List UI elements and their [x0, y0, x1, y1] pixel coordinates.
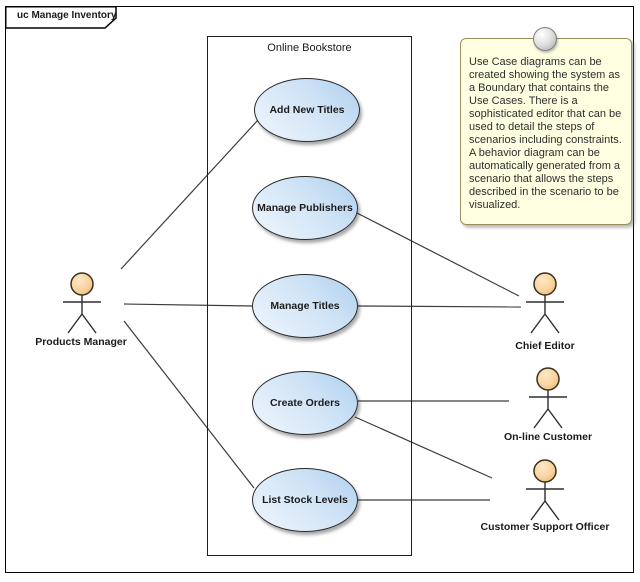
actor-label-chief-editor: Chief Editor — [515, 340, 575, 352]
actor-label-online-customer: On-line Customer — [503, 431, 593, 443]
actor-label-customer-support-officer: Customer Support Officer — [480, 521, 610, 533]
note-element[interactable]: Use Case diagrams can be created showing… — [460, 38, 632, 225]
actor-chief-editor[interactable] — [521, 272, 569, 336]
note-sphere-icon — [533, 27, 557, 51]
diagram-frame — [5, 6, 634, 573]
use-case-label: Manage Publishers — [257, 202, 353, 214]
frame-title: uc Manage Inventory — [17, 10, 117, 21]
stick-figure-icon — [529, 367, 567, 429]
use-case-label: Create Orders — [269, 397, 341, 409]
system-boundary-online-bookstore[interactable]: Online Bookstore — [207, 36, 412, 556]
use-case-create-orders[interactable]: Create Orders — [252, 371, 358, 435]
stick-figure-icon — [526, 459, 564, 521]
use-case-label: List Stock Levels — [262, 494, 348, 506]
stick-figure-icon — [63, 272, 101, 334]
use-case-label: Add New Titles — [269, 104, 345, 116]
system-boundary-label: Online Bookstore — [267, 42, 352, 54]
actor-label-products-manager: Products Manager — [35, 336, 127, 348]
use-case-list-stock-levels[interactable]: List Stock Levels — [252, 468, 358, 532]
frame-title-tab[interactable]: uc Manage Inventory — [5, 6, 117, 29]
actor-online-customer[interactable] — [524, 367, 572, 431]
stick-figure-icon — [526, 272, 564, 334]
actor-customer-support-officer[interactable] — [521, 459, 569, 523]
use-case-add-new-titles[interactable]: Add New Titles — [254, 78, 360, 142]
actor-products-manager[interactable] — [58, 272, 106, 336]
frame-tab-shape-icon — [5, 6, 117, 29]
use-case-manage-publishers[interactable]: Manage Publishers — [252, 176, 358, 240]
use-case-label: Manage Titles — [270, 300, 340, 312]
use-case-manage-titles[interactable]: Manage Titles — [252, 274, 358, 338]
note-text: Use Case diagrams can be created showing… — [469, 56, 622, 211]
